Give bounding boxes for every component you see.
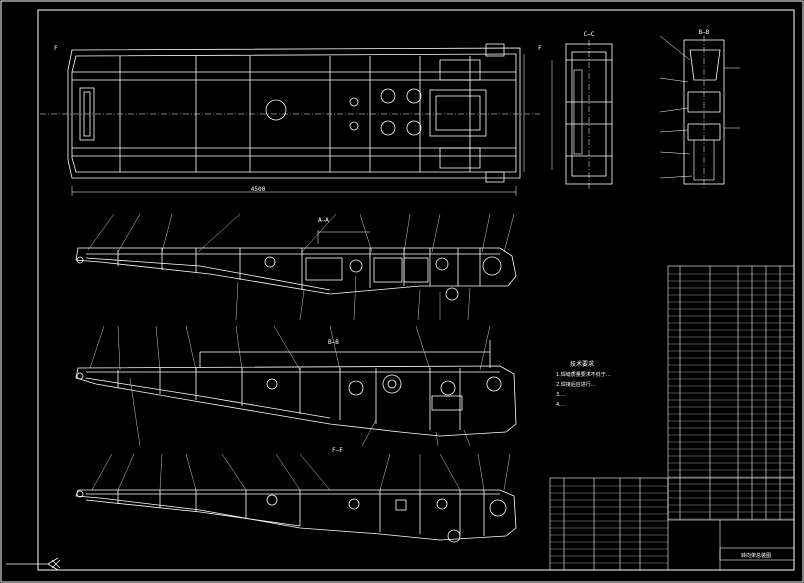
parts-list-rows [668,273,794,520]
drawing-name: 转向架总装图 [741,552,771,559]
tech-note-line-4: 4.… [556,402,566,408]
drawing-frame [37,9,795,571]
tech-note-line-2: 2.焊接后应进行… [556,381,596,388]
title-block-rows [550,485,668,564]
top-view-section-mark-right: F [538,45,542,52]
side-view-3-leaders [91,453,511,491]
side-view-1-leaders [87,213,515,321]
side-view-3-section-mark: F—F [332,447,343,454]
section-cc-title: C—C [584,31,595,38]
side-view-1 [75,230,517,301]
tech-notes-title: 技术要求 [570,360,594,368]
tech-note-line-3: 3.… [556,392,566,398]
section-bb-title: B—B [699,29,710,36]
top-view-section-mark-left: F [54,45,58,52]
side-view-1-section-mark: A—A [318,217,329,224]
section-cc-view [551,40,613,190]
title-block [549,477,795,571]
orientation-arrow [6,557,61,571]
side-view-3 [75,489,517,543]
top-plan-view [40,43,540,196]
side-view-2 [75,340,517,437]
tech-note-line-1: 1.焊缝质量要求不低于… [556,371,611,378]
top-view-dimension: 4500 [251,186,266,193]
section-bb-view [659,35,740,188]
side-view-2-leaders [89,325,491,447]
side-view-2-section-mark: B—B [328,339,339,346]
technical-notes: 技术要求 1.焊缝质量要求不低于… 2.焊接后应进行… 3.… 4.… [556,360,611,408]
